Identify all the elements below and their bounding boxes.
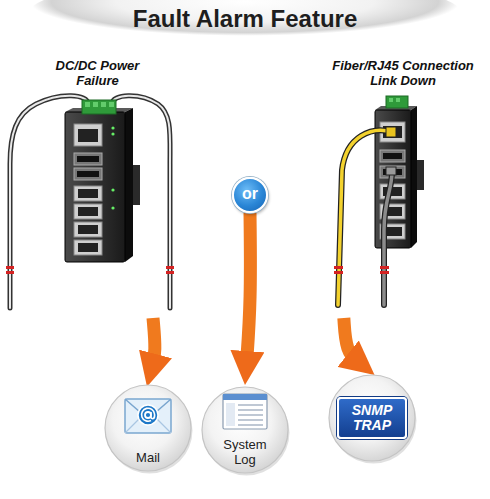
alarm-arrow (152, 318, 155, 368)
power-wires (10, 96, 170, 308)
scenario-heading: Fiber/RJ45 Connection Link Down (320, 58, 486, 88)
diagram-title: Fault Alarm Feature (0, 5, 490, 33)
cable-plugs (386, 127, 396, 175)
cable-ties (6, 266, 174, 274)
scenario-panel: Fiber/RJ45 Connection Link Down (316, 52, 490, 318)
scenario-panel: DC/DC Power Failure (5, 52, 190, 318)
icon-label: System Log (215, 437, 275, 467)
icon-label: Mail (136, 450, 160, 465)
alarm-icon: SNMP TRAP (327, 373, 417, 463)
scenario-heading: DC/DC Power Failure (42, 58, 154, 88)
or-badge: or (232, 177, 268, 213)
alarm-arrow (246, 213, 250, 365)
cable-ties (334, 266, 389, 274)
network-cables (338, 130, 392, 305)
alarm-arrow (344, 318, 359, 363)
alarm-icon: Mail (103, 383, 193, 473)
log-window (223, 394, 267, 429)
icon-label: SNMP TRAP (337, 397, 407, 439)
alarm-icon: System Log (200, 385, 290, 475)
mail-envelope (125, 399, 171, 433)
or-label: or (242, 185, 258, 203)
switch-left (65, 100, 140, 262)
